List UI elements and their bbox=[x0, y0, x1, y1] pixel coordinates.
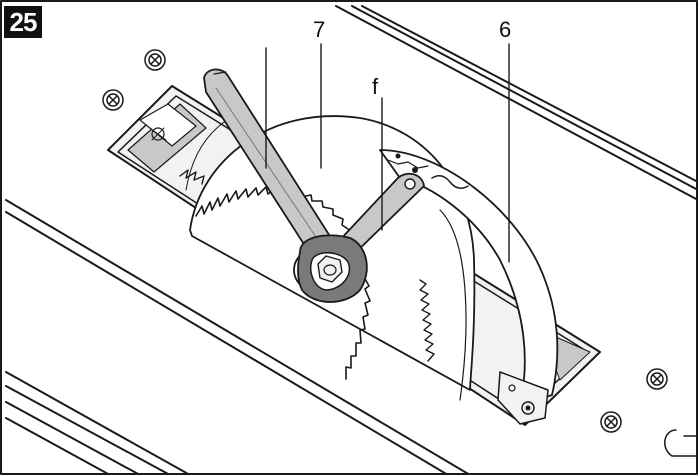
screw-1 bbox=[144, 49, 166, 71]
screw-4 bbox=[600, 411, 622, 433]
figure-number: 25 bbox=[4, 6, 42, 38]
wrench-flange-f bbox=[297, 172, 425, 303]
callout-f: f bbox=[372, 74, 379, 99]
callout-leaders bbox=[265, 43, 510, 263]
table-edge-lower bbox=[5, 199, 471, 475]
table-right-detail bbox=[664, 429, 698, 457]
callout-7: 7 bbox=[313, 17, 326, 42]
table-edge-upper bbox=[335, 5, 698, 201]
callout-6: 6 bbox=[499, 17, 512, 42]
riving-knife bbox=[379, 149, 559, 425]
table-screws bbox=[102, 49, 668, 433]
screw-3 bbox=[646, 368, 668, 390]
screw-2 bbox=[102, 89, 124, 111]
